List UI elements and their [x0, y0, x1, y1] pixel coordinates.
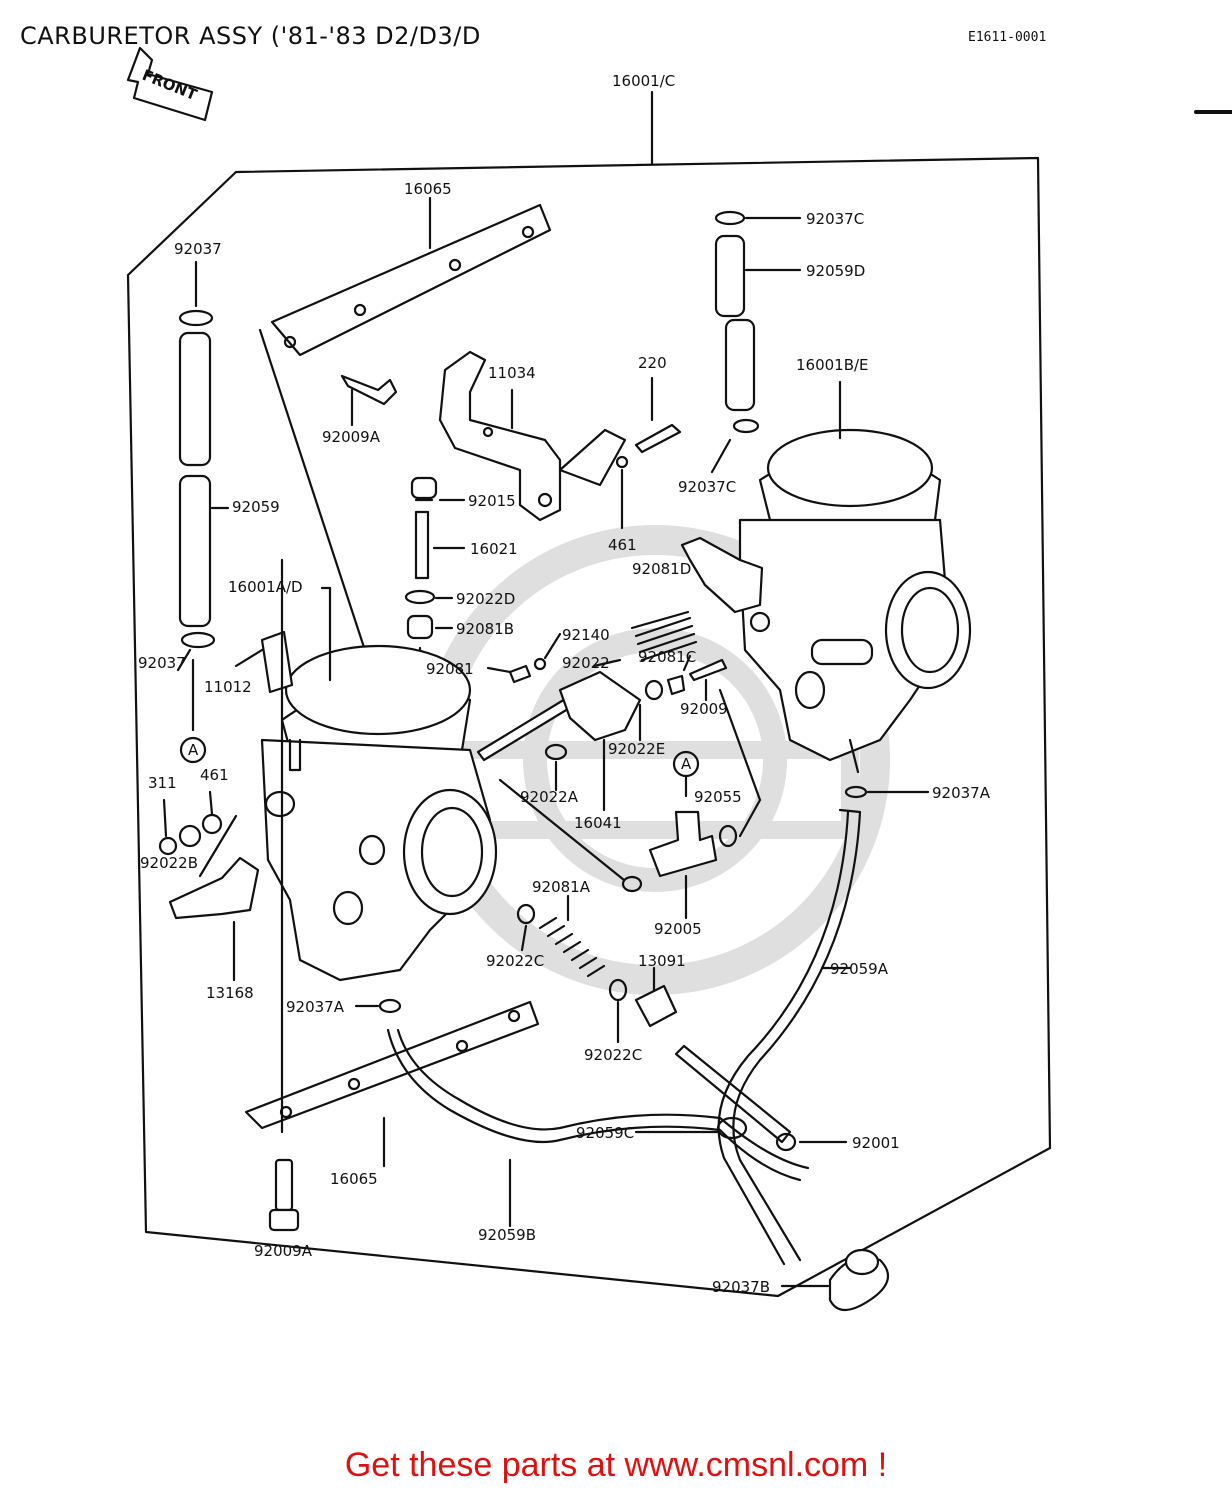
spring-92081a [538, 916, 606, 978]
label-92022d: 92022D [456, 590, 515, 608]
label-92081d: 92081D [632, 560, 691, 578]
label-92059d: 92059D [806, 262, 865, 280]
bracket-11034 [438, 350, 627, 522]
label-16041: 16041 [574, 814, 622, 832]
label-92059: 92059 [232, 498, 280, 516]
label-92005: 92005 [654, 920, 702, 938]
label-92037a-left: 92037A [286, 998, 345, 1016]
label-16065-top: 16065 [404, 180, 452, 198]
label-92140: 92140 [562, 626, 610, 644]
fuel-rail-bottom [244, 1000, 540, 1130]
label-16001be: 16001B/E [796, 356, 869, 374]
label-92022e: 92022E [608, 740, 665, 758]
bolt-92009a-bottom [268, 1158, 300, 1232]
label-92022: 92022 [562, 654, 610, 672]
carburetor-right [738, 428, 972, 774]
fuel-rail-top [270, 203, 552, 357]
label-92037b: 92037B [712, 1278, 770, 1296]
label-92059c: 92059C [576, 1124, 634, 1142]
spring-92081d [630, 610, 698, 662]
label-92059b: 92059B [478, 1226, 536, 1244]
label-92022c-right: 92022C [584, 1046, 642, 1064]
float-11012 [260, 630, 294, 694]
circle-a-left-label: A [188, 741, 199, 759]
label-13168: 13168 [206, 984, 254, 1002]
label-92009a-bottom: 92009A [254, 1242, 313, 1260]
label-92037-lower: 92037 [138, 654, 186, 672]
assembly-boundary [126, 156, 1052, 1298]
choke-shaft-16041 [476, 670, 642, 762]
label-16001c: 16001/C [612, 72, 675, 90]
carburetor-exploded-diagram: FRONT 16001/C 16065 92037 92009A 11034 2… [126, 46, 1232, 1312]
label-13091: 13091 [638, 952, 686, 970]
front-arrow-icon [126, 46, 214, 122]
label-16065-bottom: 16065 [330, 1170, 378, 1188]
diagram-code: E1611-0001 [968, 30, 1047, 45]
label-92081b: 92081B [456, 620, 514, 638]
label-11012: 11012 [204, 678, 252, 696]
label-92037c-top: 92037C [806, 210, 864, 228]
label-92015: 92015 [468, 492, 516, 510]
clip-92037b [828, 1248, 890, 1312]
label-16021: 16021 [470, 540, 518, 558]
label-92022a: 92022A [520, 788, 579, 806]
label-92001: 92001 [852, 1134, 900, 1152]
vent-tube-right [714, 210, 760, 434]
label-92022b: 92022B [140, 854, 198, 872]
circle-a-right-label: A [681, 755, 692, 773]
label-311: 311 [148, 774, 177, 792]
carburetor-left [260, 644, 498, 982]
label-461-top: 461 [608, 536, 637, 554]
label-92081a: 92081A [532, 878, 591, 896]
label-92055: 92055 [694, 788, 742, 806]
label-92037c-mid: 92037C [678, 478, 736, 496]
label-92037-top: 92037 [174, 240, 222, 258]
label-92037a-right: 92037A [932, 784, 991, 802]
label-92081c: 92081C [638, 648, 696, 666]
circle-a-left-icon [179, 736, 207, 764]
label-92059a: 92059A [830, 960, 889, 978]
bolt-92009a-top [340, 374, 398, 406]
label-92009a-top: 92009A [322, 428, 381, 446]
label-92009: 92009 [680, 700, 728, 718]
label-92081: 92081 [426, 660, 474, 678]
drain-hoses [386, 808, 862, 1266]
label-220: 220 [638, 354, 667, 372]
jet-stack [404, 476, 438, 640]
page-title: CARBURETOR ASSY ('81-'83 D2/D3/D [20, 22, 481, 50]
label-11034: 11034 [488, 364, 536, 382]
label-92022c-left: 92022C [486, 952, 544, 970]
vent-tube-left [178, 309, 216, 649]
label-16001ad: 16001A/D [228, 578, 303, 596]
footer-link[interactable]: Get these parts at www.cmsnl.com ! [344, 1446, 888, 1484]
label-461-left: 461 [200, 766, 229, 784]
bracket-13168 [168, 856, 260, 920]
